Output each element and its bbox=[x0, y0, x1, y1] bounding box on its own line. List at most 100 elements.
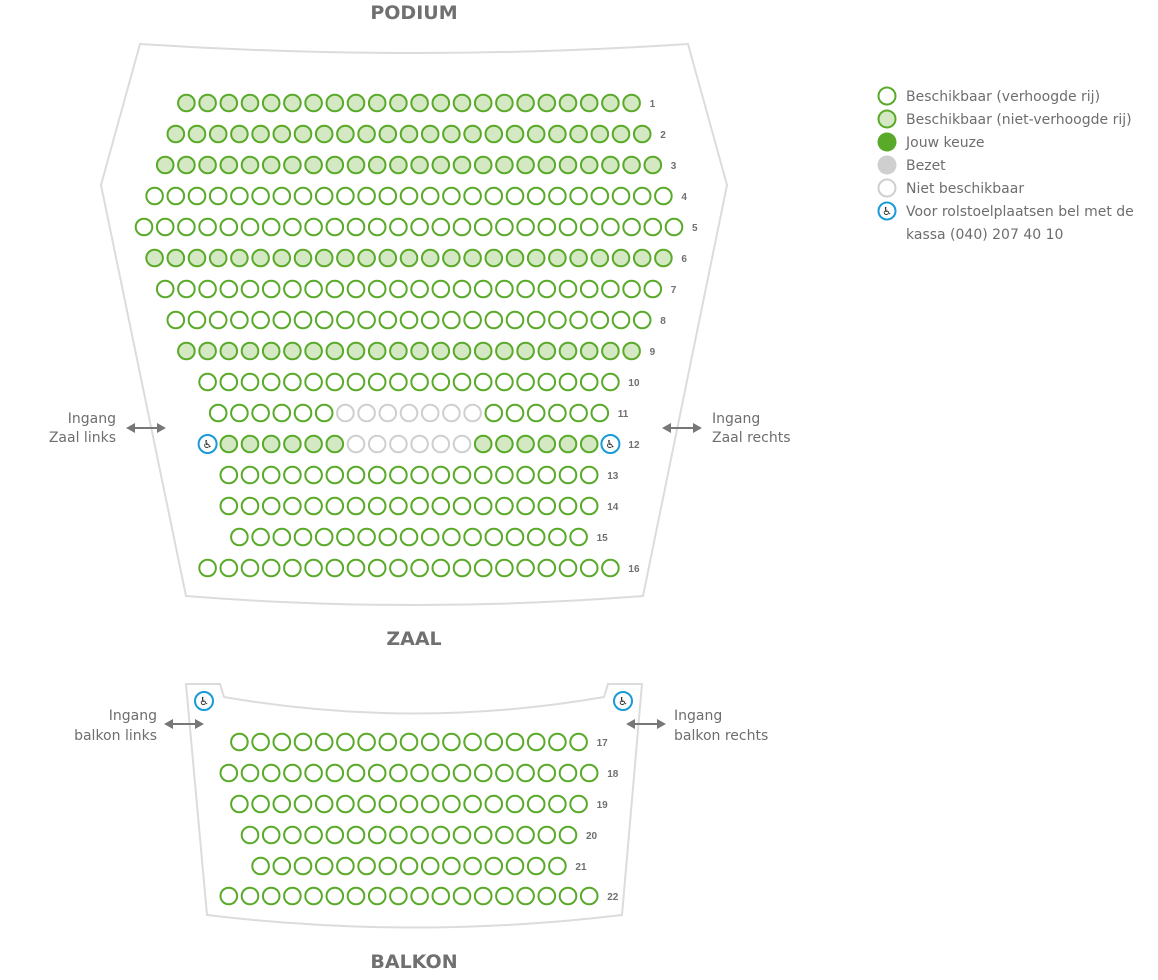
seat[interactable] bbox=[452, 341, 472, 361]
seat[interactable] bbox=[219, 372, 239, 392]
seat[interactable] bbox=[452, 93, 472, 113]
seat[interactable] bbox=[145, 248, 164, 268]
seat[interactable] bbox=[230, 186, 249, 206]
seat[interactable] bbox=[177, 155, 196, 175]
seat[interactable] bbox=[208, 248, 228, 268]
seat[interactable] bbox=[378, 248, 398, 268]
seat[interactable] bbox=[346, 825, 366, 845]
seat[interactable] bbox=[272, 856, 292, 876]
seat[interactable] bbox=[357, 856, 376, 876]
seat[interactable] bbox=[219, 279, 239, 299]
seat[interactable] bbox=[495, 465, 514, 485]
seat[interactable] bbox=[473, 217, 493, 237]
seat[interactable] bbox=[410, 496, 429, 516]
seat[interactable] bbox=[452, 496, 472, 516]
seat[interactable] bbox=[357, 248, 376, 268]
seat[interactable] bbox=[558, 434, 578, 454]
seat[interactable] bbox=[198, 372, 217, 392]
seat[interactable] bbox=[495, 372, 514, 392]
seat[interactable] bbox=[367, 886, 387, 906]
seat[interactable] bbox=[367, 763, 387, 783]
seat[interactable] bbox=[463, 527, 482, 547]
seat[interactable] bbox=[516, 434, 535, 454]
seat[interactable] bbox=[452, 886, 472, 906]
seat[interactable] bbox=[516, 279, 535, 299]
seat[interactable] bbox=[431, 93, 451, 113]
seat[interactable] bbox=[240, 217, 260, 237]
seat[interactable] bbox=[283, 93, 302, 113]
seat[interactable] bbox=[579, 465, 599, 485]
seat[interactable] bbox=[473, 93, 493, 113]
seat[interactable] bbox=[336, 732, 355, 752]
seat[interactable] bbox=[420, 794, 440, 814]
seat[interactable] bbox=[495, 155, 514, 175]
seat[interactable] bbox=[272, 403, 292, 423]
seat[interactable] bbox=[463, 248, 482, 268]
seat[interactable] bbox=[601, 558, 620, 578]
seat[interactable] bbox=[293, 403, 313, 423]
seat[interactable] bbox=[346, 341, 366, 361]
seat[interactable] bbox=[526, 248, 546, 268]
seat[interactable] bbox=[473, 825, 493, 845]
seat[interactable] bbox=[558, 763, 578, 783]
seat[interactable] bbox=[389, 341, 408, 361]
seat[interactable] bbox=[516, 886, 535, 906]
entrance-balcony-left[interactable]: Ingang balkon links bbox=[74, 708, 204, 744]
seat[interactable] bbox=[314, 794, 334, 814]
seat[interactable] bbox=[410, 279, 429, 299]
seat[interactable] bbox=[346, 886, 366, 906]
seat[interactable] bbox=[526, 732, 546, 752]
seat[interactable] bbox=[261, 341, 281, 361]
seat[interactable] bbox=[166, 248, 186, 268]
seat[interactable] bbox=[208, 186, 228, 206]
seat[interactable] bbox=[601, 217, 620, 237]
seat[interactable] bbox=[558, 886, 578, 906]
seat[interactable] bbox=[632, 248, 652, 268]
seat[interactable] bbox=[473, 886, 493, 906]
seat[interactable] bbox=[378, 310, 398, 330]
seat[interactable] bbox=[442, 248, 461, 268]
seat[interactable] bbox=[272, 248, 292, 268]
seat[interactable] bbox=[611, 124, 631, 144]
seat[interactable] bbox=[198, 341, 217, 361]
seat[interactable] bbox=[590, 310, 610, 330]
seat[interactable] bbox=[601, 372, 620, 392]
seat[interactable] bbox=[558, 558, 578, 578]
seat[interactable] bbox=[452, 763, 472, 783]
seat[interactable] bbox=[304, 886, 323, 906]
seat[interactable] bbox=[420, 310, 440, 330]
seat[interactable] bbox=[230, 794, 249, 814]
seat[interactable] bbox=[261, 825, 281, 845]
seat[interactable] bbox=[431, 825, 451, 845]
seat[interactable] bbox=[187, 248, 207, 268]
seat[interactable] bbox=[399, 124, 419, 144]
seat[interactable] bbox=[558, 825, 578, 845]
seat[interactable] bbox=[357, 794, 376, 814]
seat[interactable] bbox=[325, 155, 345, 175]
seat[interactable] bbox=[251, 527, 270, 547]
seat[interactable] bbox=[325, 465, 345, 485]
seat[interactable] bbox=[654, 248, 673, 268]
seat[interactable] bbox=[569, 124, 588, 144]
seat[interactable] bbox=[389, 93, 408, 113]
seat[interactable] bbox=[251, 732, 270, 752]
seat[interactable] bbox=[431, 155, 451, 175]
seat[interactable] bbox=[219, 496, 239, 516]
seat[interactable] bbox=[304, 465, 323, 485]
seat[interactable] bbox=[230, 732, 249, 752]
seat[interactable] bbox=[336, 248, 355, 268]
seat[interactable] bbox=[240, 155, 260, 175]
seat[interactable] bbox=[219, 217, 239, 237]
seat[interactable] bbox=[632, 310, 652, 330]
seat[interactable] bbox=[484, 248, 504, 268]
seat[interactable] bbox=[484, 527, 504, 547]
seat[interactable] bbox=[336, 856, 355, 876]
seat[interactable] bbox=[495, 217, 514, 237]
seat[interactable] bbox=[579, 763, 599, 783]
seat[interactable] bbox=[548, 732, 567, 752]
seat[interactable] bbox=[410, 558, 429, 578]
seat[interactable] bbox=[134, 217, 154, 237]
seat[interactable] bbox=[240, 372, 260, 392]
seat[interactable] bbox=[516, 93, 535, 113]
seat[interactable] bbox=[590, 403, 610, 423]
